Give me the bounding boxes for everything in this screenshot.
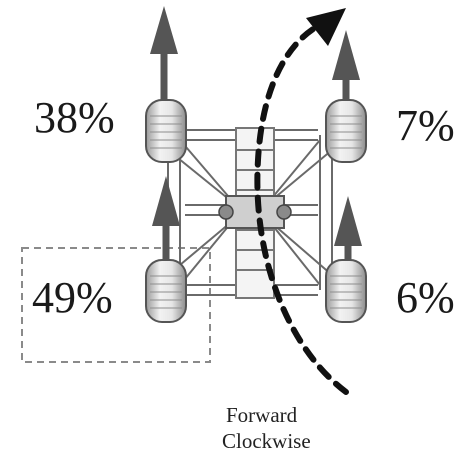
rotation-arrowhead <box>306 8 346 46</box>
front-right-percent: 7% <box>396 101 455 150</box>
hub-right <box>276 204 292 220</box>
highlight-box <box>21 247 211 363</box>
caption-line-1: Forward <box>226 403 298 427</box>
rear-left-percent: 49% <box>32 273 113 322</box>
tire-treads <box>150 115 362 309</box>
wheel-front-right <box>325 99 367 163</box>
arrowhead-front-right <box>332 30 360 80</box>
wheel-front-left <box>145 99 187 163</box>
hub-left <box>218 204 234 220</box>
wheel-rear-left <box>145 259 187 323</box>
arrowhead-front-left <box>150 6 178 54</box>
rear-right-percent: 6% <box>396 273 455 322</box>
arrowhead-rear-left <box>152 176 180 226</box>
wheel-rear-right <box>325 259 367 323</box>
force-arrows <box>150 6 362 262</box>
arrowhead-rear-right <box>334 196 362 246</box>
rotation-arrow <box>254 23 349 395</box>
caption-line-2: Clockwise <box>222 429 311 453</box>
front-left-percent: 38% <box>34 93 115 142</box>
